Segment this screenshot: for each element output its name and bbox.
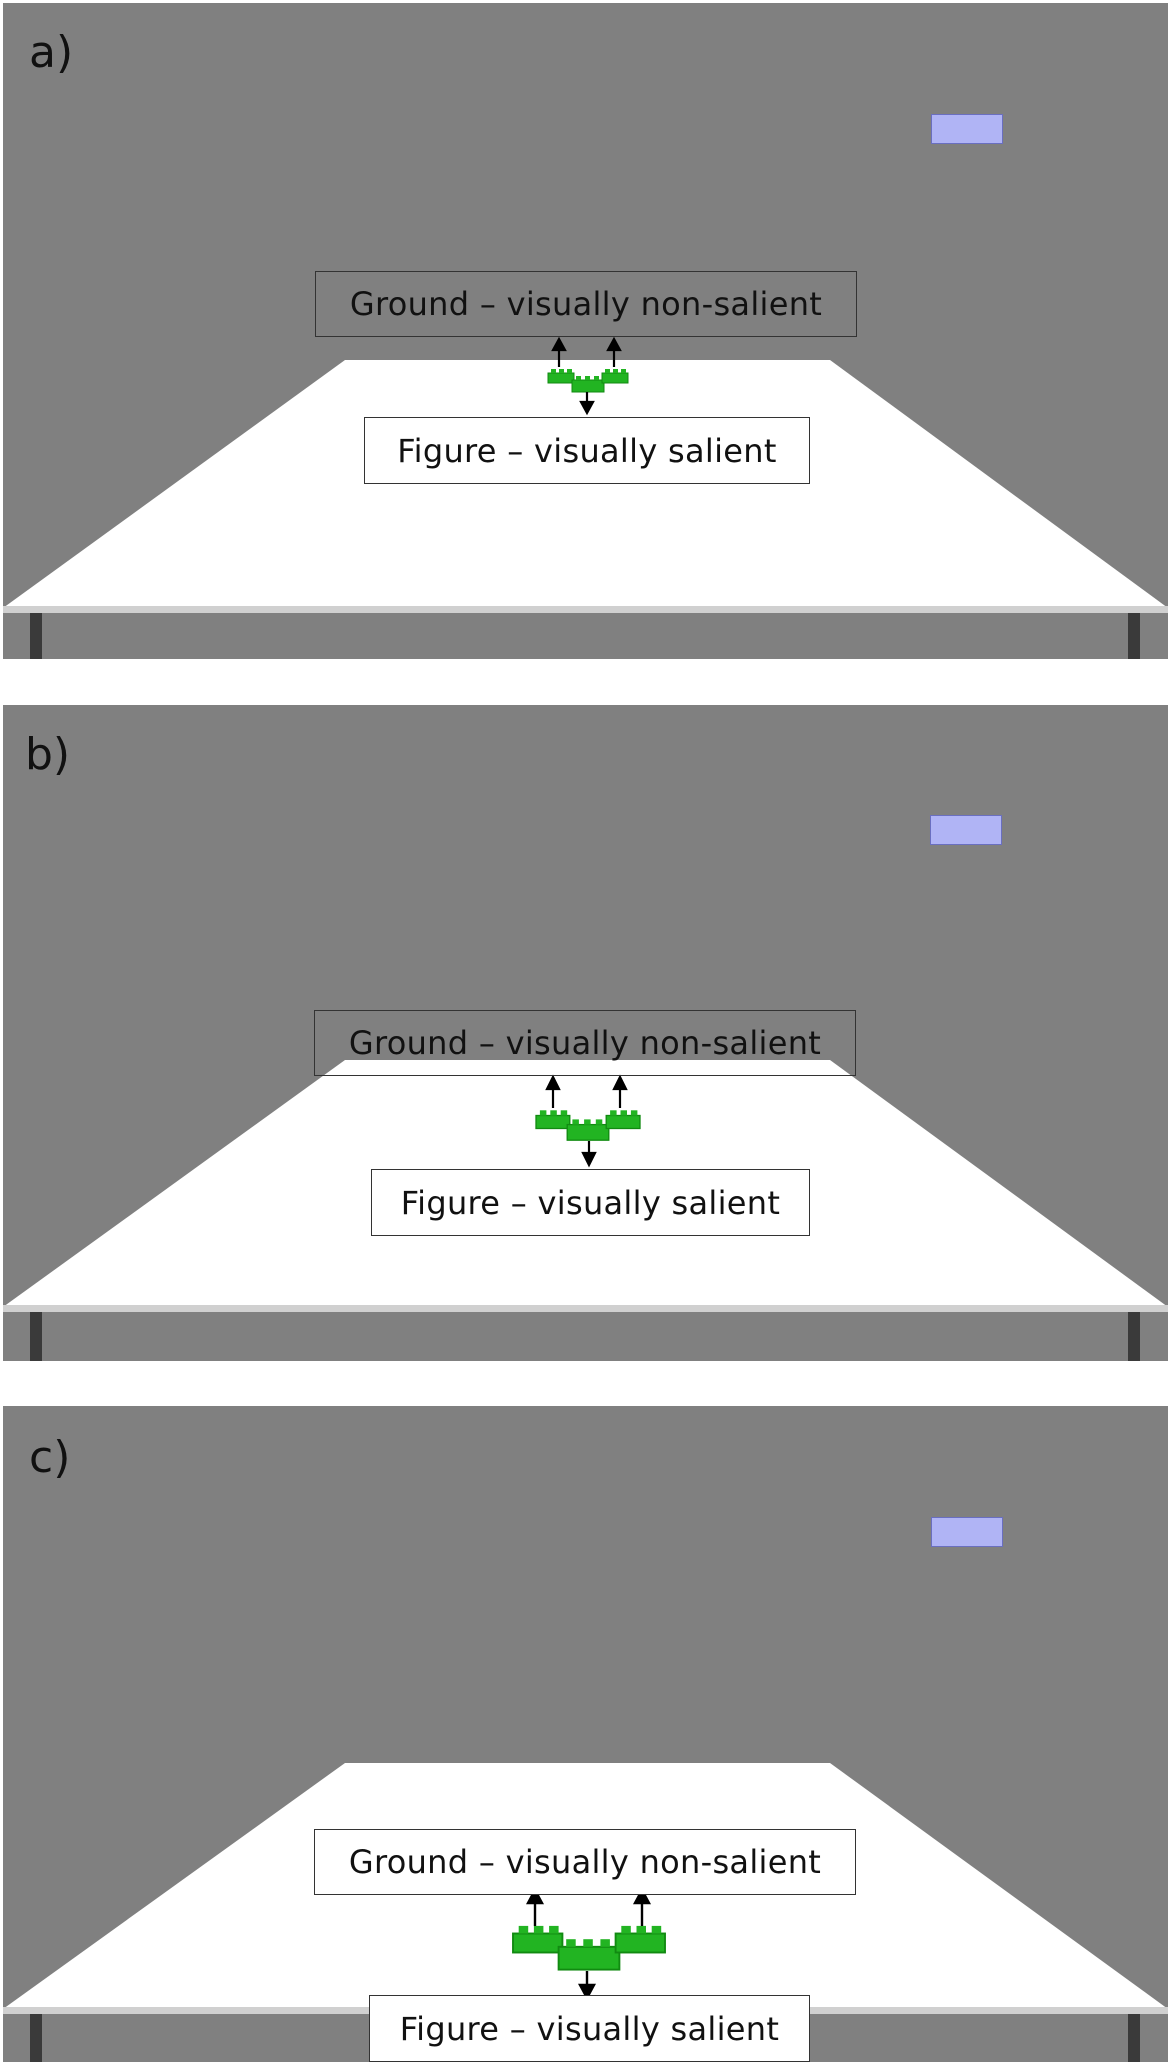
figure-label: Figure – visually salient — [371, 1169, 810, 1236]
scene-a — [3, 336, 1168, 659]
ground-label: Ground – visually non-salient — [315, 271, 857, 337]
panel-a: a) Ground – visually non-salient Figure … — [3, 3, 1168, 659]
panel-label: b) — [25, 729, 71, 780]
table-leg-right — [1128, 1312, 1140, 1361]
table-leg-right — [1128, 2014, 1140, 2062]
lavender-marker — [931, 1517, 1003, 1547]
brick-center — [566, 1119, 610, 1141]
table-edge — [3, 606, 1168, 613]
lavender-marker — [931, 114, 1003, 144]
green-bricks-figure — [535, 1110, 641, 1141]
green-bricks-figure — [512, 1925, 666, 1971]
brick-left — [547, 369, 575, 384]
brick-left — [535, 1110, 571, 1130]
table-edge — [3, 1305, 1168, 1312]
panel-b: b) Ground – visually non-salient Figure … — [3, 705, 1168, 1361]
scene-c — [3, 1763, 1168, 2062]
brick-center — [557, 1939, 621, 1971]
table-top — [3, 360, 1168, 608]
arrows — [551, 336, 622, 416]
green-bricks-figure — [547, 369, 629, 393]
arrows — [545, 1074, 628, 1168]
panel-label: c) — [29, 1432, 71, 1483]
table-leg-left — [30, 2014, 42, 2062]
brick-right — [605, 1110, 641, 1130]
table-leg-right — [1128, 613, 1140, 659]
table-leg-left — [30, 1312, 42, 1361]
ground-label: Ground – visually non-salient — [314, 1829, 856, 1895]
panel-c: c) Ground – visually non-salient Figure … — [3, 1406, 1168, 2062]
brick-left — [512, 1925, 564, 1954]
figure-label: Figure – visually salient — [364, 417, 810, 484]
brick-center — [571, 376, 605, 393]
panel-label: a) — [29, 27, 74, 78]
ground-label: Ground – visually non-salient — [314, 1010, 856, 1076]
arrows — [525, 1887, 652, 2001]
table-leg-left — [30, 613, 42, 659]
brick-right — [601, 369, 629, 384]
lavender-marker — [930, 815, 1002, 845]
figure-label: Figure – visually salient — [369, 1995, 810, 2062]
brick-right — [614, 1925, 666, 1954]
